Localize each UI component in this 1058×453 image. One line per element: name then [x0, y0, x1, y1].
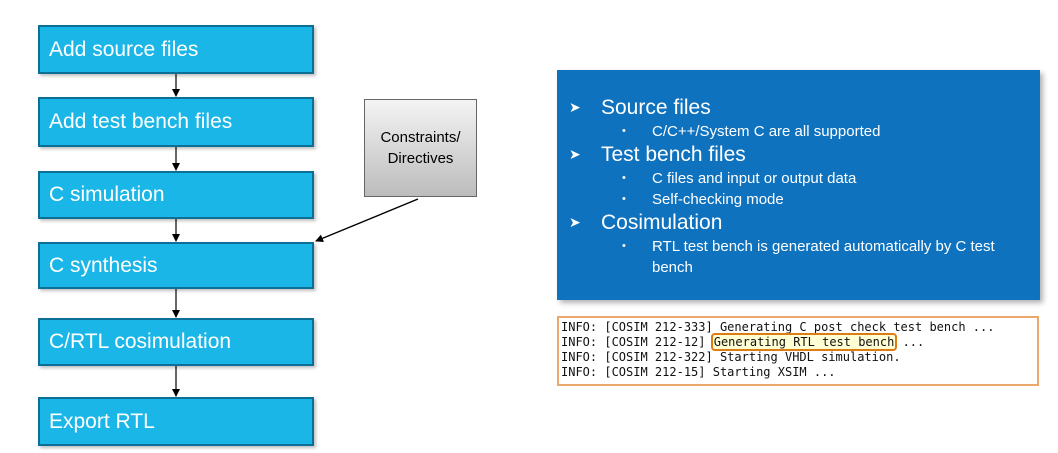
- directives-label: Directives: [387, 150, 454, 167]
- flow-step-add-source-files: Add source files: [38, 25, 314, 74]
- console-line: INFO: [COSIM 212-322] Starting VHDL simu…: [561, 350, 901, 364]
- console-line: INFO: [COSIM 212-15] Starting XSIM ...: [561, 365, 836, 379]
- bullet-icon: •: [622, 125, 626, 137]
- bullet-item: •RTL test bench is generated automatical…: [622, 238, 995, 276]
- bullet-item: •C files and input or output data: [622, 170, 857, 187]
- section-heading: ➤Cosimulation: [569, 211, 723, 234]
- highlighted-text: Generating RTL test bench: [710, 333, 898, 351]
- console-line: INFO: [COSIM 212-333] Generating C post …: [561, 320, 995, 334]
- flow-step-label: C/RTL cosimulation: [49, 330, 232, 353]
- flow-step-label: C synthesis: [49, 253, 158, 277]
- section-heading: ➤Source files: [569, 96, 711, 119]
- chevron-right-icon: ➤: [569, 214, 581, 230]
- chevron-right-icon: ➤: [569, 99, 581, 115]
- flow-step-label: Add source files: [49, 37, 199, 61]
- bullet-icon: •: [622, 240, 626, 252]
- chevron-right-icon: ➤: [569, 146, 581, 162]
- flow-step-c-simulation: C simulation: [38, 171, 314, 219]
- flow-step-label: C simulation: [49, 183, 165, 206]
- flow-step-cosimulation: C/RTL cosimulation: [38, 318, 314, 366]
- flow-step-label: Add test bench files: [49, 110, 233, 133]
- console-line: INFO: [COSIM 212-12] Generating RTL test…: [561, 333, 925, 351]
- bullet-icon: •: [622, 172, 626, 184]
- flow-step-export-rtl: Export RTL: [38, 397, 314, 446]
- constraints-directives-box: Constraints/ Directives: [364, 99, 477, 197]
- flow-step-c-synthesis: C synthesis: [38, 242, 314, 289]
- bullet-icon: •: [622, 193, 626, 205]
- console-log: INFO: [COSIM 212-333] Generating C post …: [557, 316, 1039, 386]
- constraints-label: Constraints/: [380, 129, 461, 146]
- section-heading: ➤Test bench files: [569, 143, 746, 166]
- bullet-item: •C/C++/System C are all supported: [622, 123, 881, 140]
- flow-step-add-test-bench-files: Add test bench files: [38, 97, 314, 147]
- info-panel: ➤Source files •C/C++/System C are all su…: [557, 70, 1040, 300]
- flow-step-label: Export RTL: [49, 409, 155, 433]
- bullet-item: •Self-checking mode: [622, 191, 784, 208]
- constraints-arrow: [315, 198, 419, 243]
